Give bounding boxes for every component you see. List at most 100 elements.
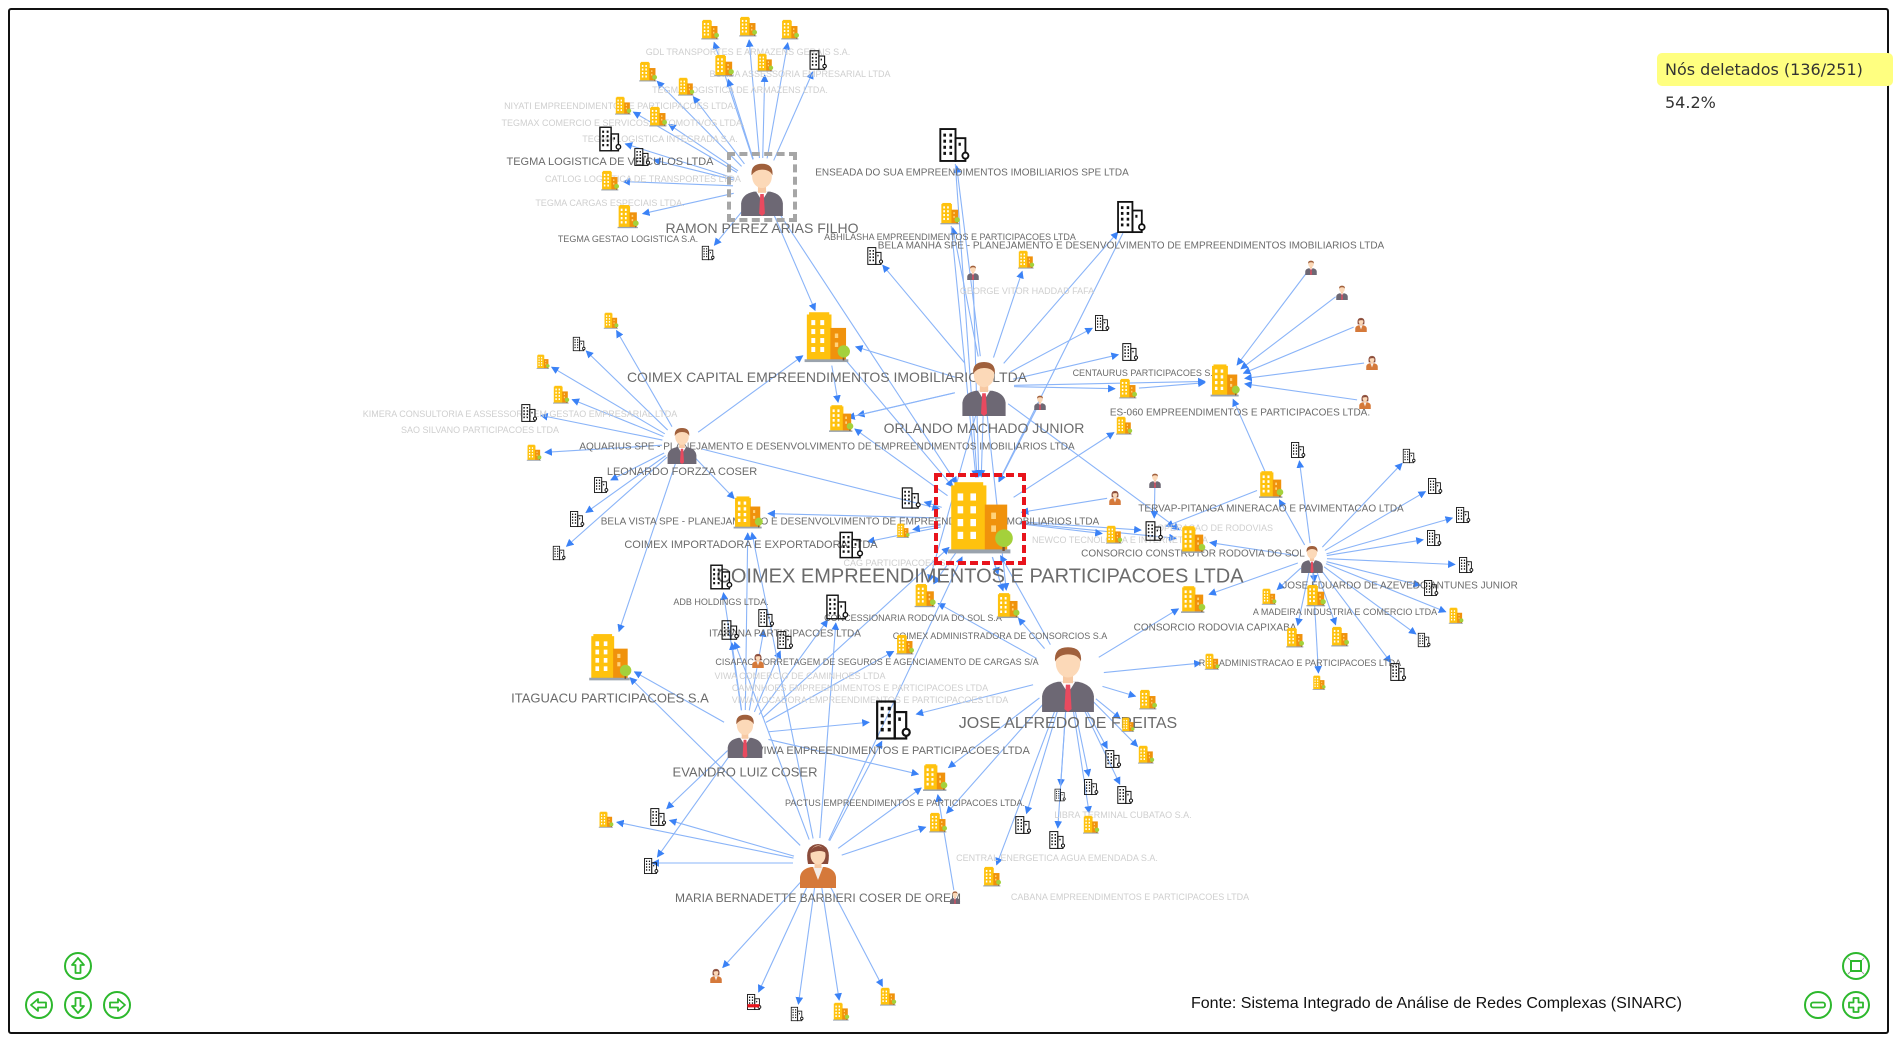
company-node-c22[interactable] (912, 583, 938, 609)
company-node-i9[interactable] (871, 698, 915, 742)
company-node-q2[interactable] (1401, 448, 1417, 464)
company-node-c18[interactable] (826, 404, 856, 434)
company-node-c25[interactable] (1117, 378, 1139, 400)
person-node-p7[interactable] (793, 838, 843, 888)
company-node-m4[interactable] (831, 1002, 851, 1022)
person-node-p2[interactable] (954, 356, 1014, 416)
company-node-r1[interactable] (699, 19, 721, 41)
company-node-j12[interactable] (981, 866, 1003, 888)
company-node-j11[interactable] (1081, 815, 1101, 835)
company-node-r9[interactable] (613, 96, 633, 116)
company-node-c8[interactable] (584, 632, 636, 684)
pan-down-button[interactable] (63, 990, 93, 1020)
company-node-r3[interactable] (779, 19, 801, 41)
company-node-c24[interactable] (938, 202, 962, 226)
company-node-j8[interactable] (1013, 815, 1033, 835)
person-node-s4[interactable] (1364, 354, 1380, 370)
company-node-c30[interactable] (894, 634, 916, 656)
company-node-r10[interactable] (647, 106, 669, 128)
company-node-c29[interactable] (1203, 653, 1221, 671)
pan-right-button[interactable] (102, 990, 132, 1020)
company-node-e6[interactable] (775, 630, 795, 650)
zoom-in-button[interactable] (1841, 990, 1871, 1020)
company-node-r13[interactable] (700, 245, 716, 261)
company-node-j3[interactable] (1136, 745, 1156, 765)
person-node-e8[interactable] (750, 652, 766, 668)
company-node-j4[interactable] (1103, 749, 1123, 769)
company-node-r8[interactable] (676, 77, 696, 97)
company-node-x7[interactable] (1016, 250, 1036, 270)
company-node-j2[interactable] (1120, 717, 1136, 733)
company-node-c3[interactable] (799, 310, 855, 366)
person-node-p1[interactable] (727, 152, 797, 222)
company-node-l4[interactable] (551, 385, 571, 405)
company-node-r2[interactable] (737, 16, 759, 38)
pan-left-button[interactable] (24, 990, 54, 1020)
person-node-s7[interactable] (1032, 394, 1048, 410)
person-node-p5[interactable] (1032, 640, 1104, 712)
company-node-c28[interactable] (615, 204, 641, 230)
company-node-l9[interactable] (551, 545, 567, 561)
person-node-s6[interactable] (965, 264, 981, 280)
company-node-j10[interactable] (927, 812, 949, 834)
company-node-i19[interactable] (707, 563, 735, 591)
company-node-q14[interactable] (1311, 675, 1327, 691)
company-node-q10[interactable] (1388, 662, 1408, 682)
company-node-l6[interactable] (525, 444, 543, 462)
company-node-j7[interactable] (1053, 788, 1067, 802)
person-node-p13[interactable] (1297, 543, 1327, 573)
company-node-x6[interactable] (899, 486, 923, 510)
company-node-x1[interactable] (865, 246, 885, 266)
company-node-r4[interactable] (712, 54, 736, 78)
company-node-j6[interactable] (1115, 785, 1135, 805)
company-node-c21[interactable] (994, 592, 1022, 620)
company-node-m3[interactable] (789, 1006, 805, 1022)
company-node-x4[interactable] (1143, 520, 1165, 542)
company-node-x10[interactable] (1104, 525, 1124, 545)
company-node-q4[interactable] (1454, 506, 1472, 524)
company-node-x9[interactable] (895, 523, 911, 539)
company-node-c23[interactable] (920, 763, 950, 793)
company-node-i27[interactable] (596, 125, 624, 153)
company-node-q12[interactable] (1284, 627, 1306, 649)
person-node-p6[interactable] (721, 710, 769, 758)
zoom-out-button[interactable] (1803, 990, 1833, 1020)
person-node-j13[interactable] (948, 890, 962, 904)
company-node-l8[interactable] (568, 510, 586, 528)
company-node-e1[interactable] (648, 807, 668, 827)
person-node-s2[interactable] (1334, 284, 1350, 300)
company-node-c17[interactable] (730, 495, 766, 531)
company-node-i20[interactable] (823, 593, 851, 621)
company-node-q11[interactable] (1329, 626, 1351, 648)
company-node-c26[interactable] (1304, 584, 1328, 608)
company-node-j5[interactable] (1082, 778, 1100, 796)
company-node-n0[interactable] (934, 473, 1026, 565)
fit-to-screen-button[interactable] (1841, 951, 1871, 981)
company-node-q7[interactable] (1422, 579, 1440, 597)
company-node-m5[interactable] (878, 987, 898, 1007)
person-node-s5[interactable] (1357, 393, 1373, 409)
company-node-q13[interactable] (1260, 588, 1278, 606)
company-node-q1[interactable] (1289, 441, 1307, 459)
person-node-p4[interactable] (662, 424, 702, 464)
company-node-j1[interactable] (1137, 689, 1159, 711)
company-node-q6[interactable] (1457, 556, 1475, 574)
company-node-l1[interactable] (602, 312, 620, 330)
company-node-e5[interactable] (756, 608, 776, 628)
company-node-r12[interactable] (599, 170, 621, 192)
company-node-c16[interactable] (1256, 470, 1286, 500)
company-node-e4[interactable] (719, 619, 741, 641)
company-node-r7[interactable] (637, 61, 659, 83)
company-node-e3[interactable] (597, 811, 615, 829)
company-node-x5[interactable] (1114, 416, 1134, 436)
pan-up-button[interactable] (63, 951, 93, 981)
company-node-e2[interactable] (642, 857, 660, 875)
company-node-r11[interactable] (632, 147, 652, 167)
company-node-i11[interactable] (1113, 199, 1149, 235)
company-node-x2[interactable] (1093, 314, 1111, 332)
company-node-l2[interactable] (571, 336, 587, 352)
company-node-c15[interactable] (1178, 585, 1208, 615)
company-node-r5[interactable] (755, 53, 775, 73)
company-node-i10[interactable] (935, 126, 973, 164)
company-node-c12[interactable] (1207, 363, 1243, 399)
